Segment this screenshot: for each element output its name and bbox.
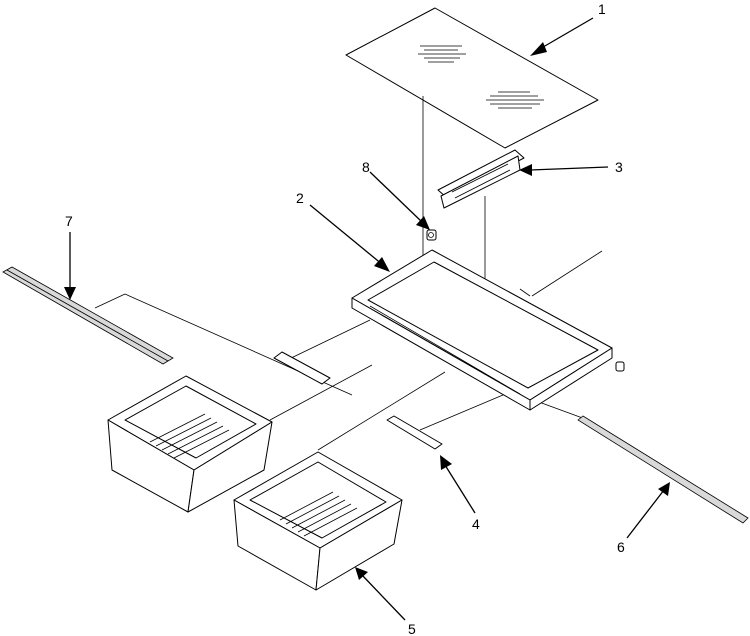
shelf-bracket <box>437 149 525 209</box>
callout-6: 6 <box>617 539 625 555</box>
callout-2: 2 <box>296 190 304 206</box>
drawer-slide-right <box>386 415 443 450</box>
callout-5: 5 <box>408 621 416 636</box>
callout-7: 7 <box>65 213 73 229</box>
drawer-slide-left <box>273 351 331 385</box>
leader-6 <box>626 482 670 539</box>
leader-2 <box>309 204 390 272</box>
leader-4 <box>440 455 476 514</box>
callout-1: 1 <box>598 1 606 17</box>
leader-8 <box>369 171 430 230</box>
right-rail <box>577 415 749 524</box>
crisper-cover-frame <box>351 249 625 411</box>
retainer-clip <box>426 229 437 241</box>
leader-7 <box>64 232 76 300</box>
left-rail <box>2 266 174 365</box>
leader-3 <box>519 164 609 176</box>
callout-3: 3 <box>615 159 623 175</box>
leader-1 <box>530 17 594 56</box>
frame-clip <box>615 361 625 372</box>
glass-shelf <box>345 7 599 149</box>
crisper-drawer-right <box>233 451 403 591</box>
leader-5 <box>355 567 406 621</box>
callout-8: 8 <box>362 159 370 175</box>
callout-4: 4 <box>472 516 480 532</box>
crisper-drawer-left <box>107 375 273 513</box>
